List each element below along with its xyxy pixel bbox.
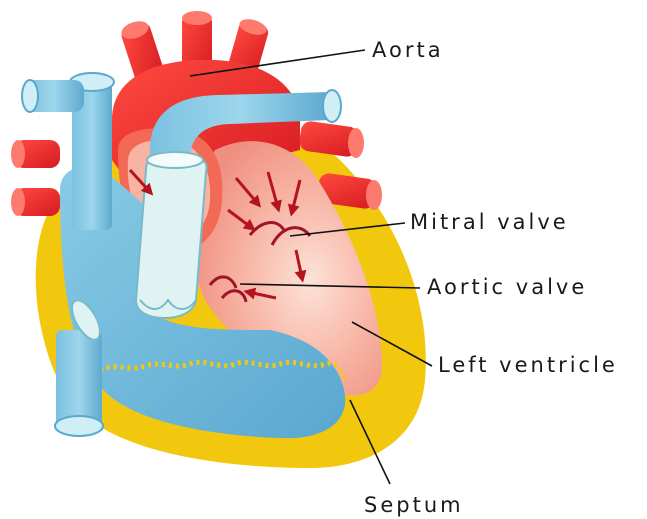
label-left-ventricle: Left ventricle [438, 353, 618, 377]
label-mitral-valve: Mitral valve [410, 210, 569, 234]
label-aorta: Aorta [372, 38, 444, 62]
label-septum: Septum [364, 493, 464, 517]
label-aortic-valve: Aortic valve [427, 275, 587, 299]
pulmonary-trunk [136, 160, 207, 318]
